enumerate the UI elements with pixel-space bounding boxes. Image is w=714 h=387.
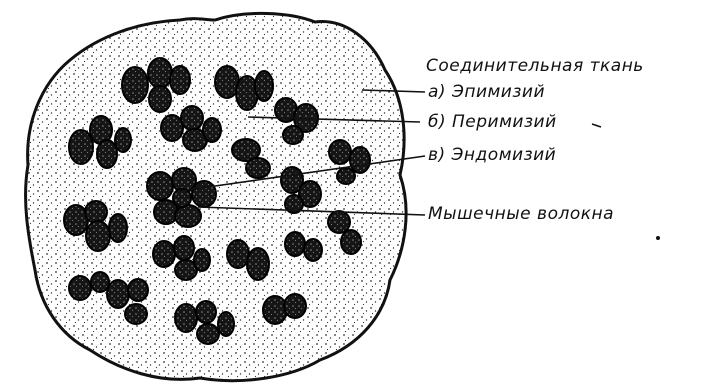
label-muscle-fibers: Мышечные волокна bbox=[428, 204, 614, 224]
label-connective-tissue: Соединительная ткань bbox=[426, 56, 644, 76]
label-epimysium: а) Эпимизий bbox=[428, 82, 545, 102]
stray-dash bbox=[592, 124, 601, 127]
stray-dot bbox=[656, 236, 660, 240]
label-perimysium: б) Перимизий bbox=[428, 112, 557, 132]
label-endomysium: в) Эндомизий bbox=[428, 145, 556, 165]
